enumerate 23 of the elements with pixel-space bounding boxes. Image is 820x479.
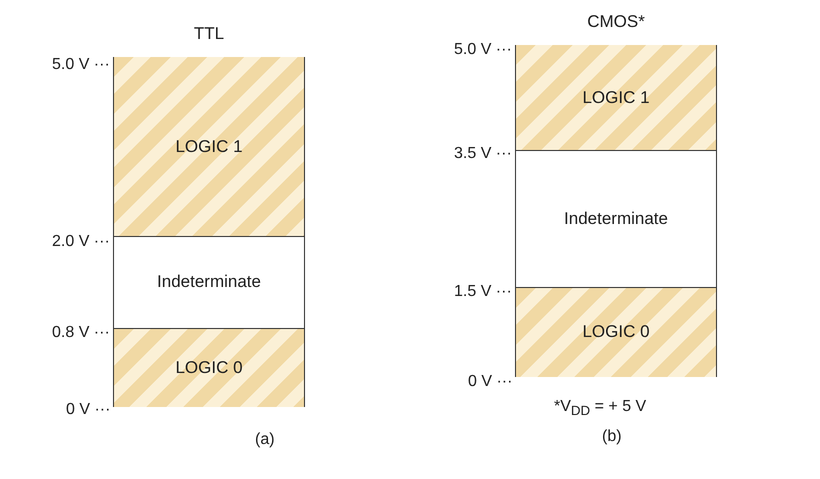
voltage-label: 2.0 V ··· [52,233,110,251]
panel-label: (b) [602,428,622,446]
voltage-label: 5.0 V ··· [52,56,110,74]
band-label: Indeterminate [157,272,261,292]
band-label: LOGIC 0 [582,322,650,342]
band-label: Indeterminate [564,208,668,228]
band-label: LOGIC 1 [582,88,650,108]
logic-level-band [516,286,716,376]
column-heading: CMOS* [587,12,645,32]
voltage-label: 0 V ··· [468,373,512,391]
voltage-label: 0 V ··· [66,401,110,419]
voltage-label: 3.5 V ··· [454,145,512,163]
footnote: *V$_{DD}$ = + 5 V [554,398,646,418]
band-label: LOGIC 1 [175,136,243,157]
logic-level-band [114,56,304,237]
voltage-label: 1.5 V ··· [454,283,512,301]
voltage-label: 0.8 V ··· [52,324,110,342]
panel-label: (a) [255,431,275,449]
logic-level-band [516,44,716,151]
voltage-label: 5.0 V ··· [454,41,512,59]
column-heading: TTL [194,24,224,44]
logic-level-band [114,328,304,406]
band-label: LOGIC 0 [175,358,243,378]
